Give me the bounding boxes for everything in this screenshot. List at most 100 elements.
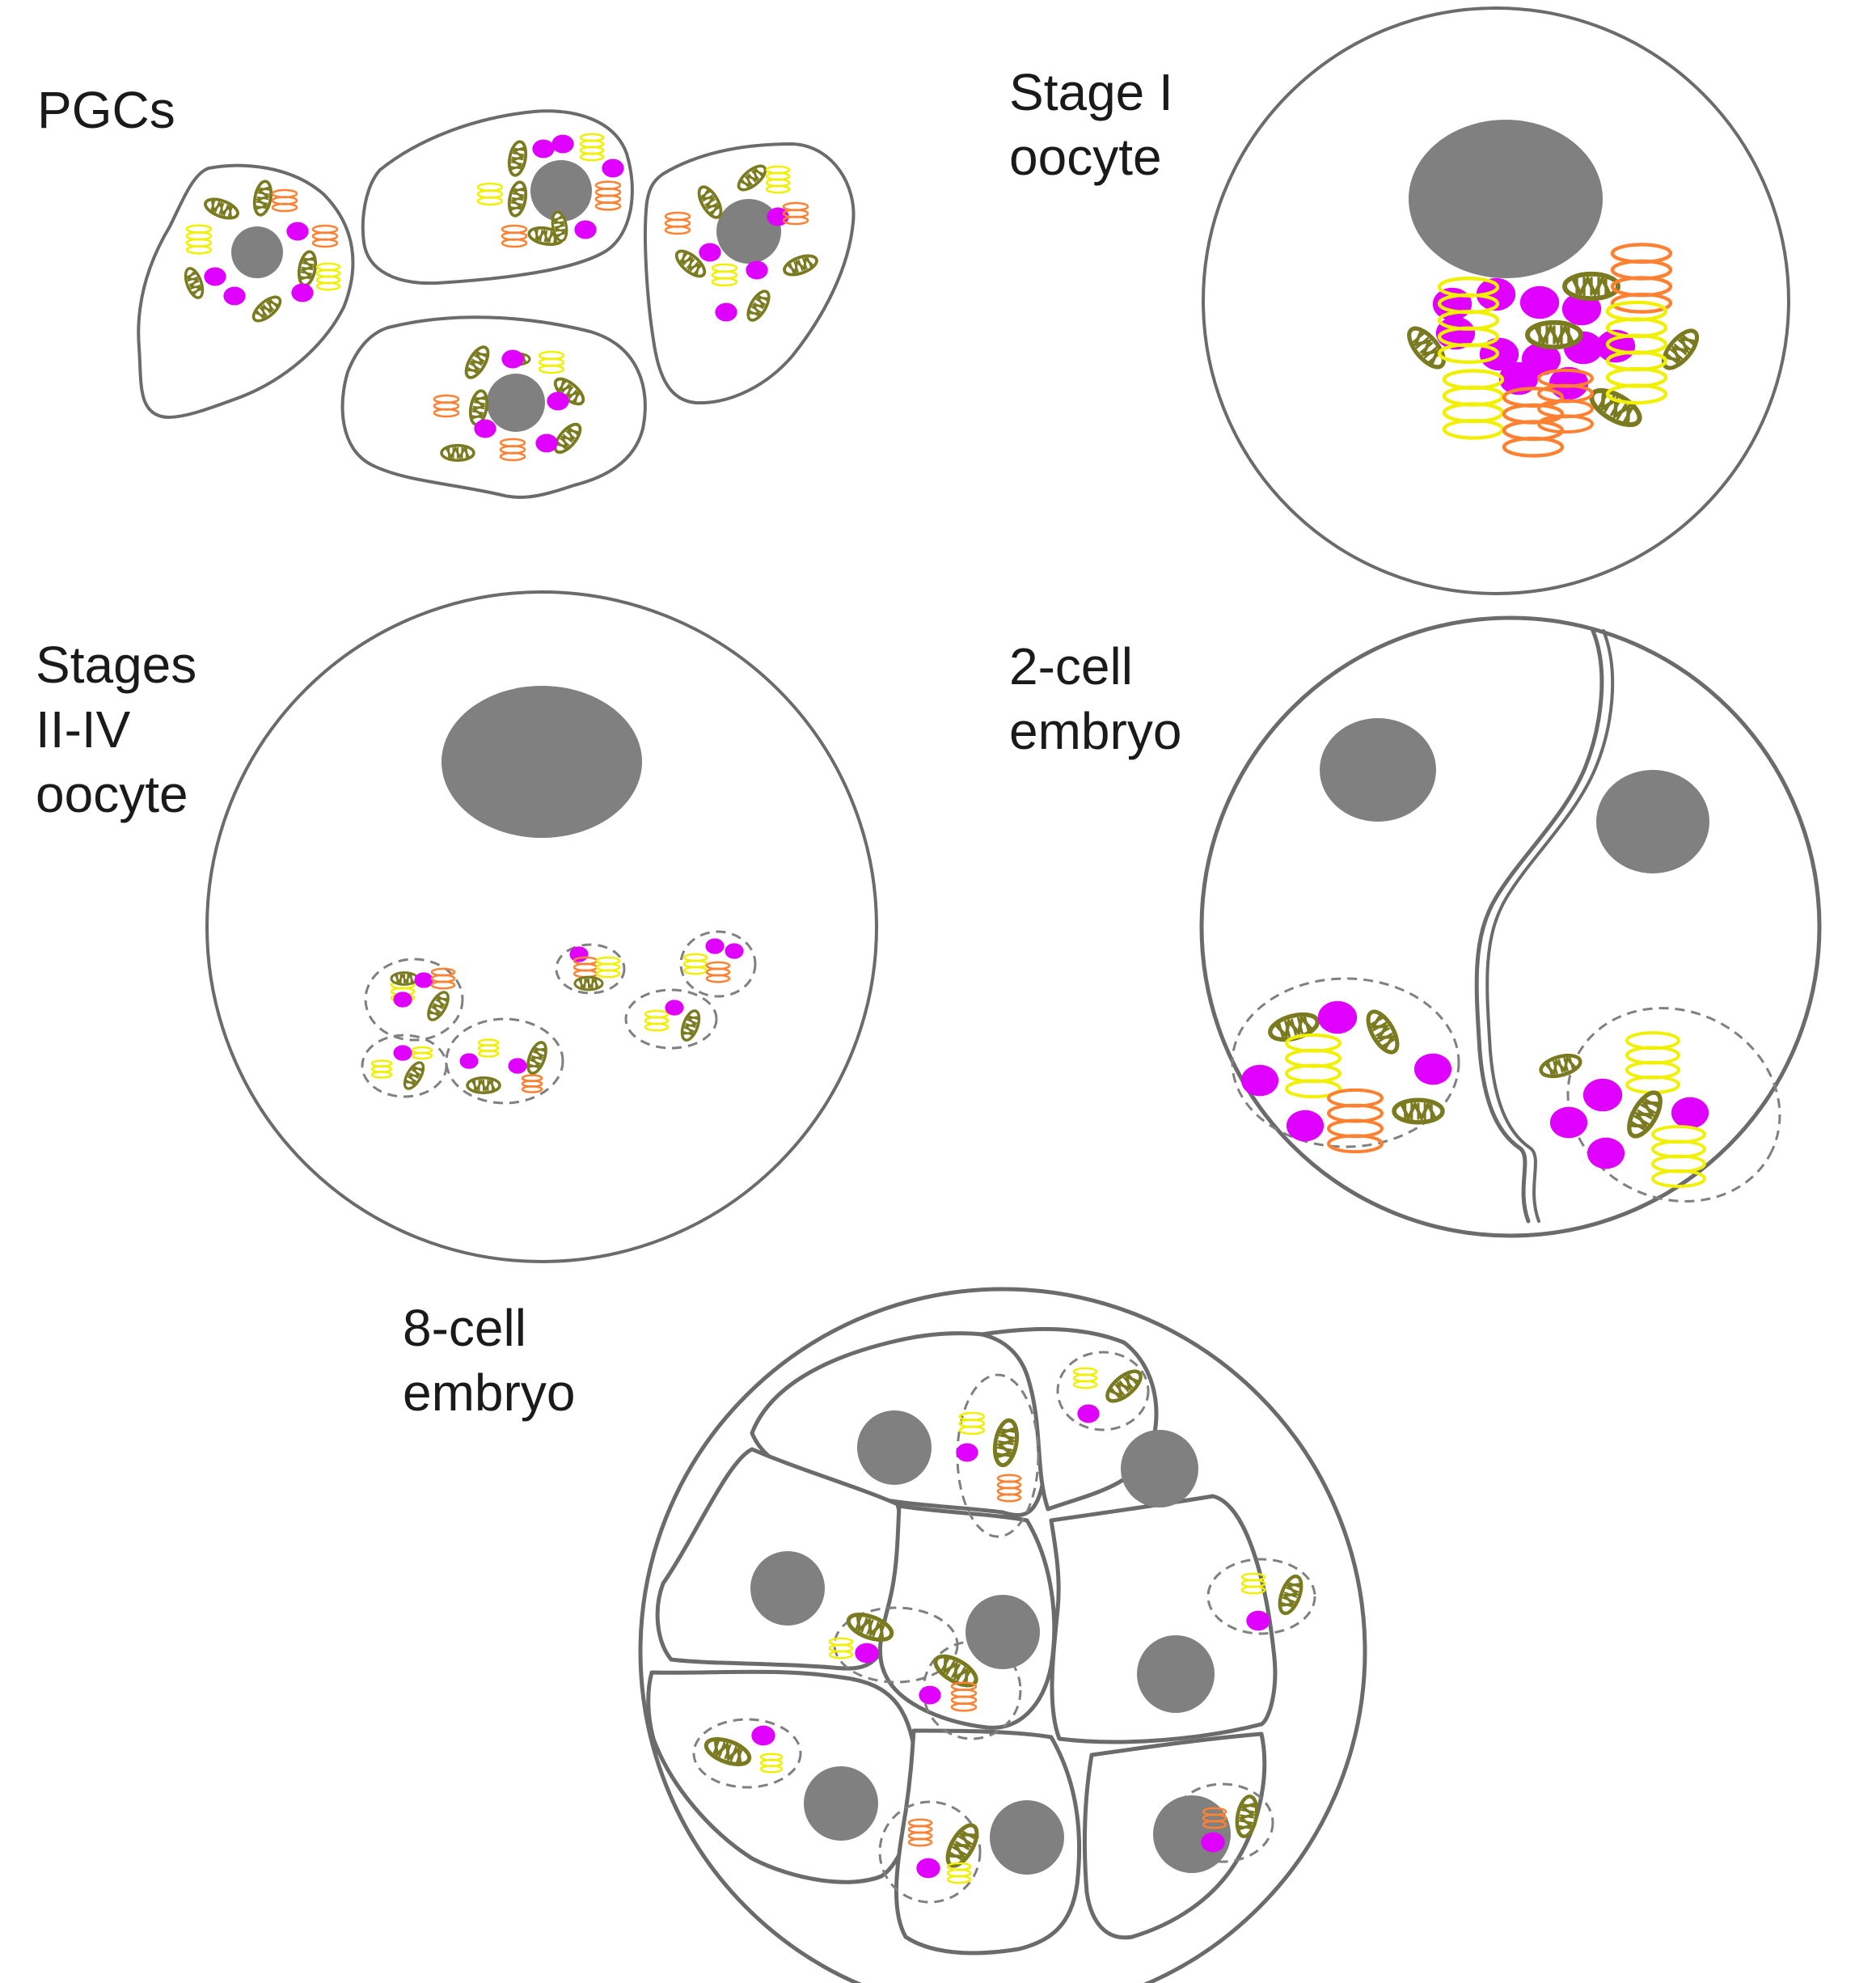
er-stack-icon (996, 1474, 1022, 1503)
er-stack-icon (711, 263, 738, 287)
er-stack-icon (644, 1009, 670, 1032)
mitochondrion-icon (846, 1613, 894, 1642)
mitochondrion-icon (252, 180, 273, 217)
er-stack-icon (907, 1818, 933, 1847)
er-stack-icon (782, 201, 809, 226)
er-stack-icon (411, 1046, 433, 1060)
germ-granule-icon (501, 349, 524, 369)
germ-granule-icon (414, 972, 433, 988)
germ-granule-icon (1549, 1106, 1588, 1139)
germ-granule-icon (1201, 1832, 1225, 1853)
germ-granule-icon (1519, 285, 1560, 319)
er-stack-icon (370, 1059, 393, 1079)
germ-granule-icon (547, 391, 569, 411)
germ-plasm-island (1056, 1351, 1150, 1431)
er-stack-icon (271, 188, 298, 213)
er-stack-icon (579, 133, 605, 162)
germ-granule-icon (956, 1443, 978, 1462)
nucleus (750, 1551, 825, 1626)
mitochondrion-icon (674, 249, 707, 278)
er-stack-icon (311, 224, 339, 248)
germ-granule-icon (1582, 1078, 1623, 1112)
cell-membrane (137, 163, 355, 419)
mitochondrion-icon (553, 422, 582, 455)
germ-granule-icon (393, 1045, 412, 1061)
er-stack-icon (1537, 368, 1594, 434)
mitochondrion-icon (204, 197, 239, 220)
cleavage-furrow (1474, 628, 1604, 1224)
germ-granule-icon (1498, 362, 1539, 395)
mitochondrion-icon (1235, 1795, 1259, 1838)
mitochondrion-icon (427, 991, 450, 1021)
mitochondrion-icon (704, 1737, 752, 1766)
germ-granule-icon (204, 267, 226, 286)
mitochondrion-icon (464, 345, 490, 379)
germ-granule-icon (1587, 1137, 1625, 1169)
mitochondrion-icon (783, 254, 818, 277)
er-stack-icon (185, 224, 213, 255)
mitochondrion-icon (507, 180, 528, 218)
mitochondrion-icon (737, 164, 767, 192)
nucleus (1596, 770, 1709, 873)
germ-granule-icon (474, 419, 496, 438)
germ-granule-icon (459, 1053, 479, 1069)
mitochondrion-icon (1392, 1097, 1445, 1125)
mitochondrion-icon (1268, 1012, 1320, 1042)
mitochondrion-icon (1627, 1090, 1663, 1139)
mitochondrion-icon (526, 1041, 547, 1075)
mitochondrion-icon (507, 140, 528, 177)
er-stack-icon (1437, 276, 1500, 365)
germ-granule-icon (1286, 1110, 1325, 1142)
nucleus (231, 226, 283, 278)
er-stack-icon (538, 350, 565, 374)
cell-membrane (646, 1669, 919, 1884)
germ-granule-icon (665, 1000, 684, 1016)
nucleus (965, 1595, 1040, 1669)
er-stack-icon (499, 438, 526, 462)
er-stack-icon (1072, 1367, 1098, 1389)
cell-membrane (1049, 1494, 1278, 1744)
nucleus (1409, 120, 1603, 278)
germ-granule-icon (286, 222, 309, 241)
germ-plasm-island (679, 930, 757, 998)
er-stack-icon (501, 224, 528, 248)
nucleus (530, 160, 592, 222)
germ-granule-icon (916, 1858, 940, 1879)
cell-membrane (878, 1503, 1057, 1730)
mitochondrion-icon (251, 295, 282, 323)
germ-granule-icon (705, 938, 725, 954)
germ-plasm-island (1566, 1007, 1781, 1203)
nucleus (857, 1410, 932, 1485)
germ-plasm-island (1206, 1558, 1316, 1635)
nucleus (1121, 1430, 1198, 1507)
germ-granule-icon (551, 134, 574, 154)
germ-granule-icon (699, 243, 721, 262)
germ-granule-icon (569, 946, 589, 962)
germ-granule-icon (746, 260, 768, 280)
germ-granule-icon (602, 159, 624, 178)
mitochondrion-icon (466, 1076, 501, 1094)
germ-granule-icon (715, 302, 737, 322)
er-stack-icon (594, 180, 622, 211)
cleavage-furrow (1485, 629, 1615, 1223)
er-stack-icon (521, 1074, 543, 1093)
germ-granule-icon (919, 1685, 941, 1705)
nucleus (716, 199, 781, 264)
germ-granule-icon (1476, 277, 1516, 311)
er-stack-icon (433, 394, 460, 418)
germ-plasm-island (555, 943, 626, 995)
er-stack-icon (1240, 1572, 1266, 1595)
er-stack-icon (1651, 1125, 1706, 1188)
mitochondrion-icon (1366, 1009, 1400, 1055)
mitochondrion-icon (992, 1418, 1020, 1468)
germ-granule-icon (1077, 1404, 1100, 1423)
mitochondrion-icon (680, 1009, 701, 1042)
er-stack-icon (946, 1862, 972, 1884)
nucleus (1137, 1635, 1215, 1713)
mitochondrion-icon (184, 267, 205, 299)
organelles (184, 120, 1781, 1904)
germ-granule-icon (725, 943, 744, 959)
nucleus (804, 1766, 878, 1841)
nucleus (990, 1800, 1064, 1875)
